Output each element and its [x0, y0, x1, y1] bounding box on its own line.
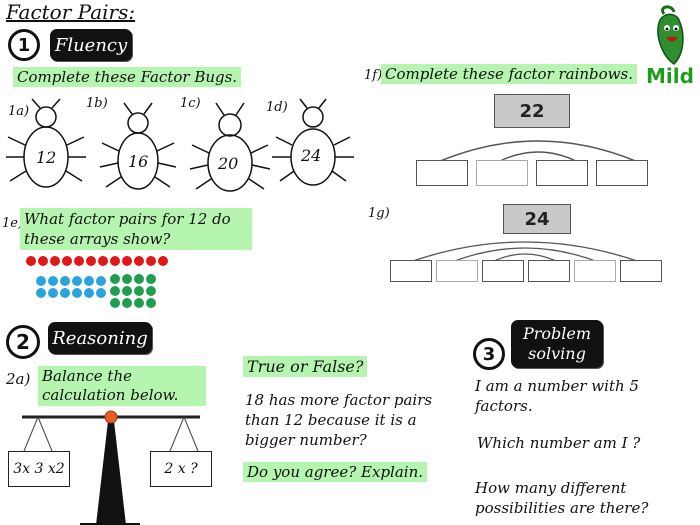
section-2-label: Reasoning [48, 322, 152, 354]
true-false-statement: 18 has more factor pairs than 12 because… [245, 391, 433, 449]
difficulty-label: Mild [646, 64, 694, 88]
rainbow-24-box-5[interactable] [574, 260, 616, 282]
rainbow-label-1f: 1f) [364, 68, 383, 83]
page-title: Factor Pairs: [6, 0, 136, 24]
rainbow-24-arcs [409, 241, 641, 263]
rainbow-22-box-3[interactable] [536, 160, 588, 186]
left-pan-expression: 3x 3 x2 [8, 451, 70, 487]
rainbow-24-box-3[interactable] [482, 260, 524, 282]
blue-dot-array [36, 276, 106, 298]
rainbow-22-box-4[interactable] [596, 160, 648, 186]
balance-scale-drawing [22, 410, 200, 525]
rainbow-22-box-1[interactable] [416, 160, 468, 186]
problem-line-3: How many different possibilities are the… [475, 479, 649, 517]
rainbow-label-1g: 1g) [368, 206, 390, 221]
right-pan-expression[interactable]: 2 x ? [150, 451, 212, 487]
chilli-mascot [650, 4, 692, 66]
rainbow-24-box-6[interactable] [620, 260, 662, 282]
rainbow-24-target: 24 [503, 204, 571, 234]
factor-bugs-drawing [6, 98, 354, 192]
bug-label-1d: 1d) [266, 100, 288, 115]
rainbow-22-target: 22 [494, 94, 570, 128]
balance-question-label: 2a) [6, 370, 31, 388]
bug-value-24: 24 [301, 146, 322, 165]
rainbow-instruction: Complete these factor rainbows. [381, 64, 637, 84]
section-3-number: 3 [473, 338, 505, 370]
arrays-question: What factor pairs for 12 do these arrays… [20, 208, 252, 250]
section-1-label: Fluency [50, 29, 132, 61]
bug-value-16: 16 [128, 152, 149, 171]
bugs-instruction: Complete these Factor Bugs. [13, 67, 242, 87]
green-dot-array [110, 274, 156, 308]
section-2-number: 2 [6, 325, 40, 359]
rainbow-24-box-4[interactable] [528, 260, 570, 282]
balance-instruction: Balance the calculation below. [38, 366, 206, 406]
problem-line-2: Which number am I ? [477, 434, 641, 452]
problem-line-1: I am a number with 5 factors. [475, 377, 639, 415]
red-dot-array [26, 256, 168, 266]
true-false-heading: True or False? [243, 356, 368, 377]
bug-value-12: 12 [36, 148, 57, 167]
rainbow-22-arcs [437, 140, 639, 163]
bug-label-1a: 1a) [8, 104, 30, 119]
arrays-label: 1e) [2, 216, 24, 231]
section-3-label: Problem solving [511, 320, 603, 368]
bug-label-1b: 1b) [86, 96, 108, 111]
bug-label-1c: 1c) [180, 96, 201, 111]
rainbow-24-box-2[interactable] [436, 260, 478, 282]
bug-value-20: 20 [218, 154, 239, 173]
true-false-prompt: Do you agree? Explain. [243, 462, 428, 482]
rainbow-22-box-2[interactable] [476, 160, 528, 186]
section-1-number: 1 [8, 29, 40, 61]
rainbow-24-box-1[interactable] [390, 260, 432, 282]
